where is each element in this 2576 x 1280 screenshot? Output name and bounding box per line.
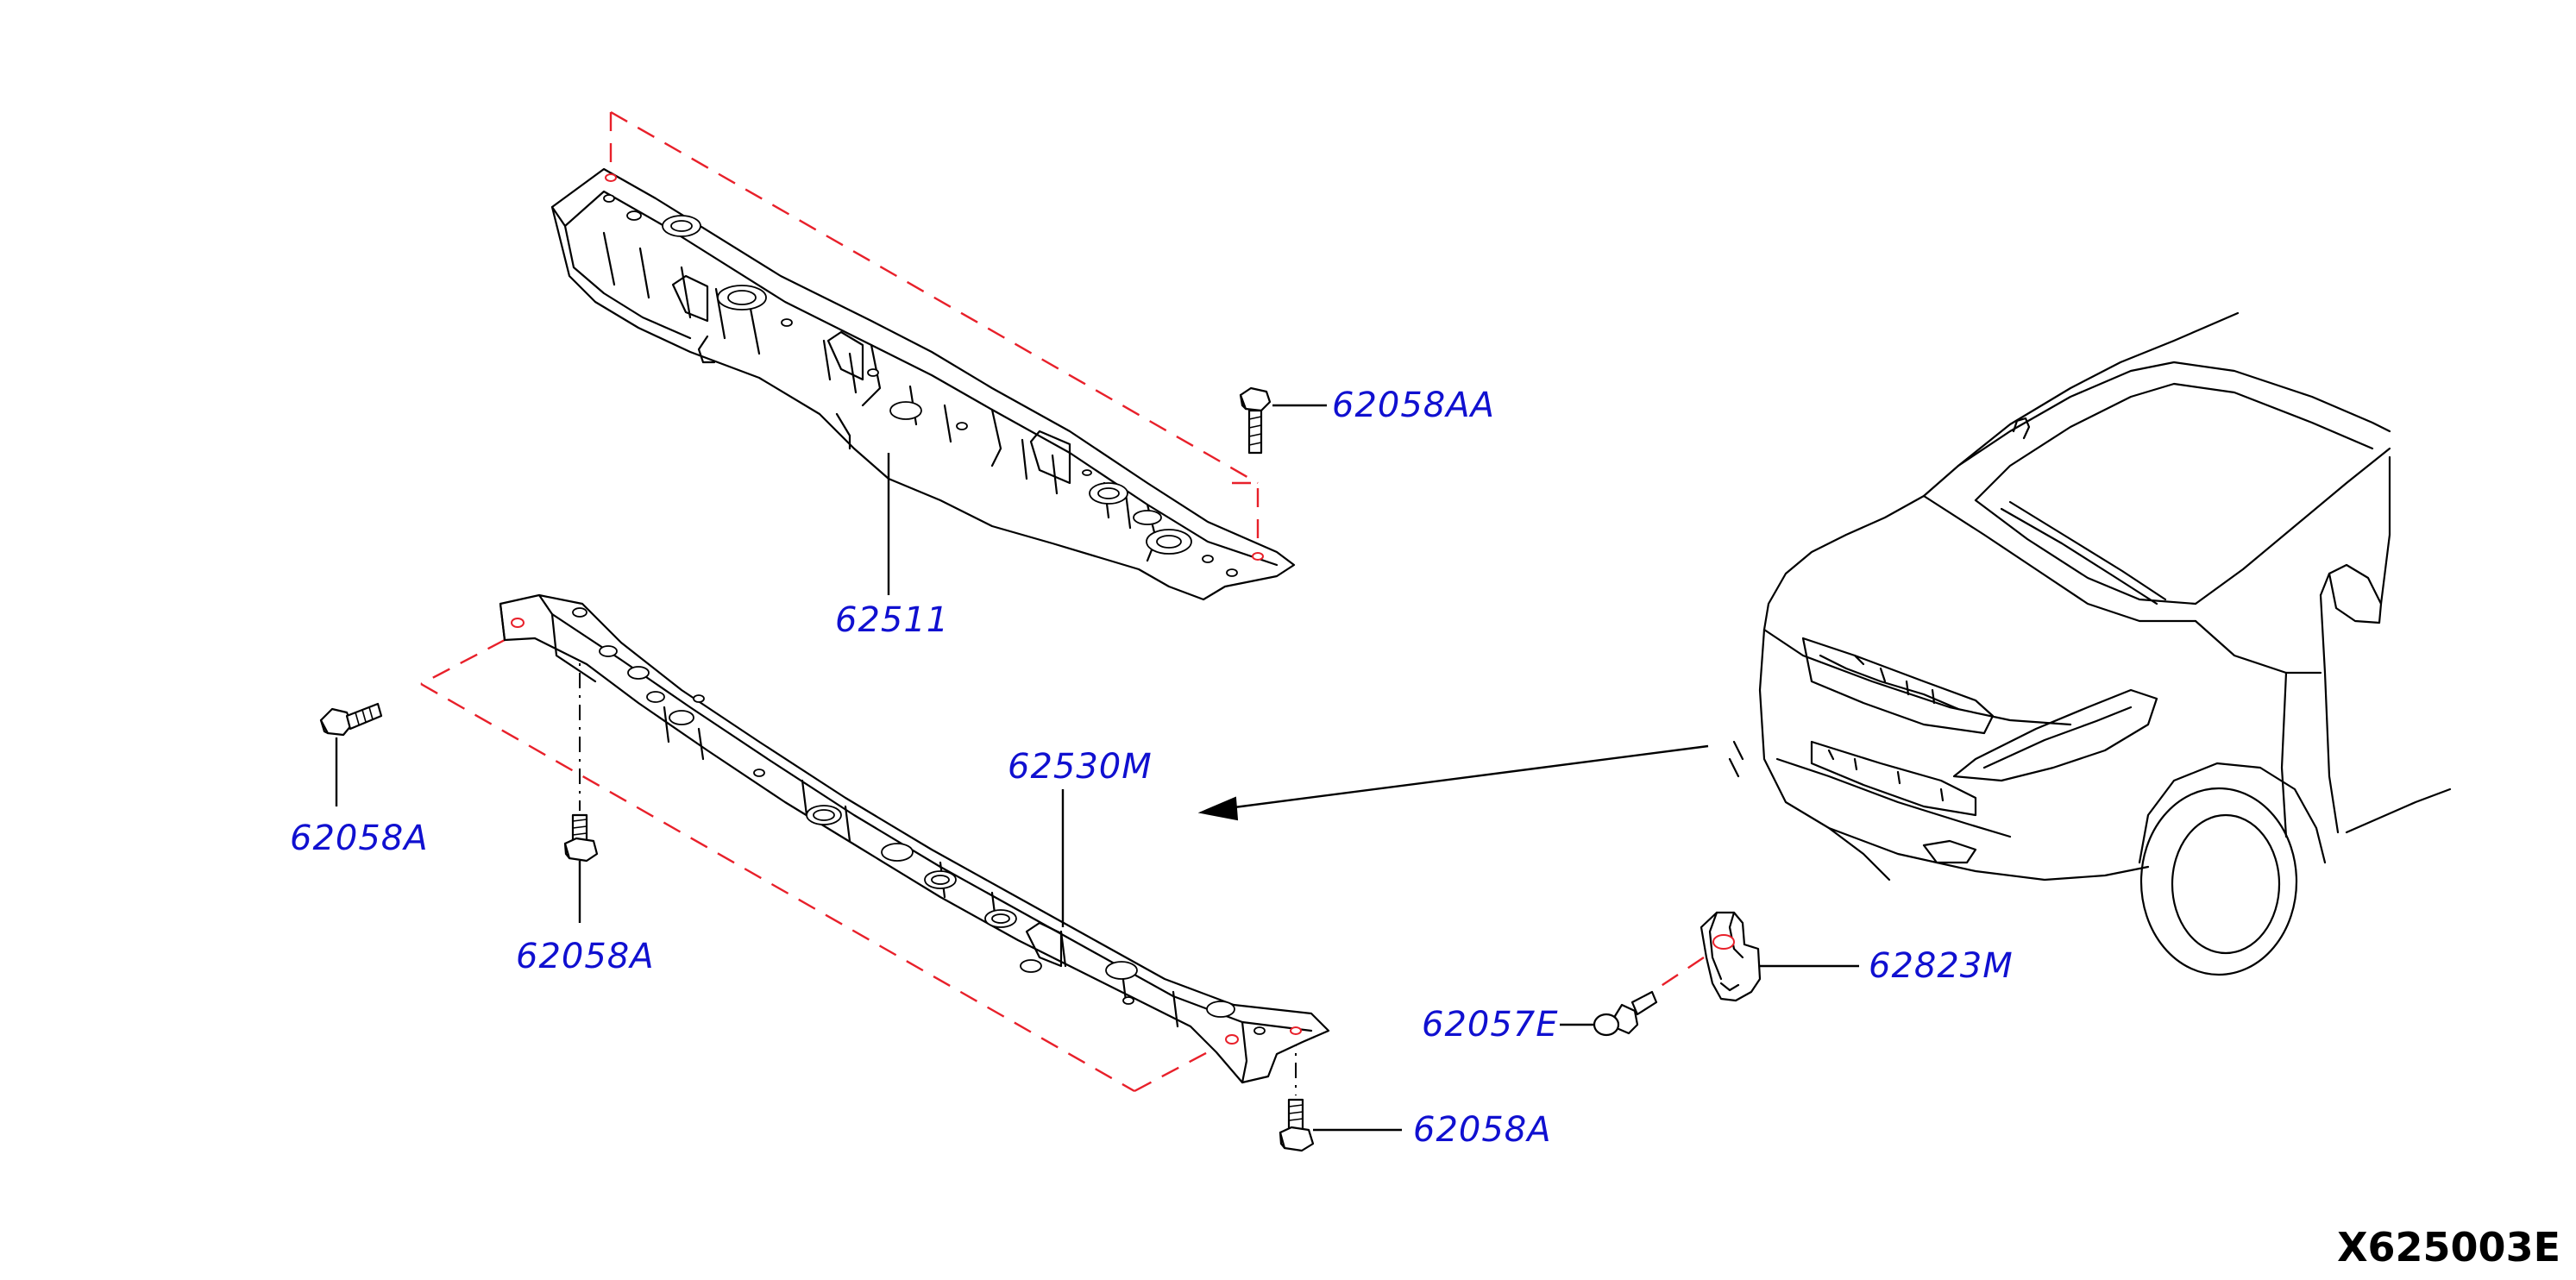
locator-arrow — [1207, 744, 1709, 813]
label-62511: 62511 — [835, 600, 949, 640]
diagram-code: X625003E — [2337, 1224, 2560, 1271]
locator-arrowhead — [1197, 796, 1239, 821]
upper-core-support-part — [550, 110, 1296, 601]
bolt-62058aa-part — [1239, 386, 1272, 455]
vehicle-locator-illustration — [1728, 311, 2452, 976]
leader-lines — [335, 404, 1859, 1132]
bolt-62058a-left-part — [319, 702, 383, 737]
label-62530m: 62530M — [1008, 747, 1153, 787]
label-62058a-left: 62058A — [290, 819, 429, 858]
lower-core-support-part — [420, 593, 1330, 1095]
bolt-62058a-center-part — [563, 813, 599, 863]
bolt-62058a-right-part — [1279, 1098, 1315, 1152]
label-62058a-center: 62058A — [516, 937, 655, 976]
bracket-62823m-part — [1700, 911, 1762, 1002]
label-62057e: 62057E — [1422, 1005, 1559, 1045]
label-62058a-right: 62058A — [1413, 1110, 1552, 1150]
label-62823m: 62823M — [1869, 946, 2014, 986]
part-labels: 62058AA 62511 62530M 62058A 62058A 62058… — [290, 386, 2014, 1150]
label-62058aa: 62058AA — [1332, 386, 1495, 425]
clip-62057e-part — [1593, 957, 1705, 1037]
